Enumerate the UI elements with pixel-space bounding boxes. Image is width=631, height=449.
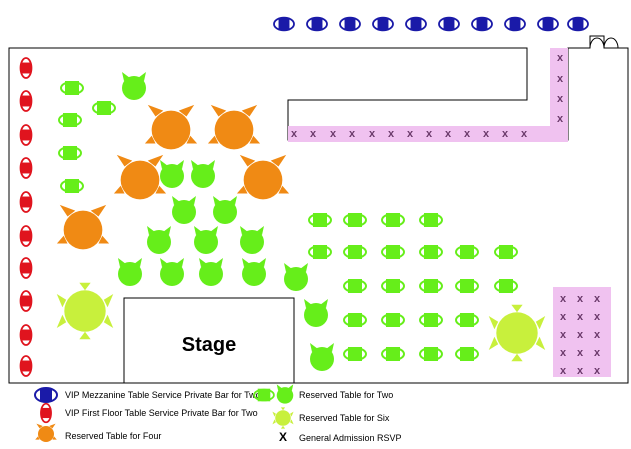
ga-marker: x: [557, 113, 564, 125]
vip-mezzanine-bar: [372, 16, 394, 32]
vip-mezzanine-bar: [537, 16, 559, 32]
reserved-two-round-icon: [276, 384, 294, 404]
ga-zone-right: [553, 287, 611, 377]
ga-marker: x: [521, 128, 528, 140]
reserved-four-icon: [35, 423, 57, 442]
reserved-table-two-round: [122, 72, 146, 100]
ga-zone-top-vertical: [550, 48, 568, 140]
ga-marker: x: [560, 347, 567, 359]
ga-marker: x: [577, 293, 584, 305]
vip-mezzanine-bar: [471, 16, 493, 32]
legend-vip-first-floor-label: VIP First Floor Table Service Private Ba…: [65, 408, 258, 418]
ga-marker: x: [557, 73, 564, 85]
reserved-table-two-round: [160, 160, 184, 188]
reserved-table-two-round: [118, 258, 142, 286]
ga-marker: x: [445, 128, 452, 140]
reserved-table-two-round: [172, 196, 196, 224]
ga-marker: x: [349, 128, 356, 140]
reserved-table-two-round: [191, 160, 215, 188]
reserved-table-two-round: [242, 258, 266, 286]
reserved-table-four: [207, 104, 261, 150]
reserved-table-two-round: [194, 226, 218, 254]
vip-mezzanine-bar: [438, 16, 460, 32]
ga-marker: x: [594, 293, 601, 305]
vip-mezzanine-icon: [34, 387, 58, 403]
vip-first-floor-icon: [39, 402, 53, 424]
door-icon: [589, 37, 619, 49]
legend-six-label: Reserved Table for Six: [299, 413, 390, 423]
ga-marker: x: [388, 128, 395, 140]
ga-marker: x: [426, 128, 433, 140]
ga-marker: x: [577, 347, 584, 359]
reserved-table-four: [144, 104, 198, 150]
ga-marker: x: [577, 311, 584, 323]
ga-marker: x: [560, 293, 567, 305]
ga-marker: x: [594, 365, 601, 377]
mezzanine-wall: [287, 48, 528, 126]
reserved-table-two-round: [199, 258, 223, 286]
reserved-table-two-round: [310, 343, 334, 371]
reserved-table-two-round: [213, 196, 237, 224]
reserved-table-two-round: [284, 263, 308, 291]
reserved-table-four: [113, 154, 167, 200]
ga-marker: x: [557, 93, 564, 105]
ga-marker: x: [502, 128, 509, 140]
legend-ga-label: General Admission RSVP: [299, 433, 402, 443]
ga-marker: x: [560, 329, 567, 341]
legend: VIP Mezzanine Table Service Private Bar …: [34, 384, 402, 444]
ga-marker: x: [594, 329, 601, 341]
vip-mezzanine-bar: [504, 16, 526, 32]
ga-marker: x: [577, 329, 584, 341]
stage: [123, 297, 295, 384]
ga-marker: x: [557, 52, 564, 64]
ga-marker-icon: X: [279, 430, 287, 444]
vip-mezzanine-bar: [405, 16, 427, 32]
ga-marker: x: [369, 128, 376, 140]
reserved-table-two-round: [147, 226, 171, 254]
ga-marker: x: [407, 128, 414, 140]
reserved-table-two-round: [304, 299, 328, 327]
ga-marker: x: [310, 128, 317, 140]
legend-two-label: Reserved Table for Two: [299, 390, 393, 400]
vip-mezzanine-bar: [306, 16, 328, 32]
vip-mezzanine-bar: [567, 16, 589, 32]
ga-marker: x: [594, 347, 601, 359]
ga-marker: x: [577, 365, 584, 377]
legend-vip-mezzanine-label: VIP Mezzanine Table Service Private Bar …: [65, 390, 261, 400]
reserved-table-four: [236, 154, 290, 200]
ga-marker: x: [483, 128, 490, 140]
reserved-table-two-round: [240, 226, 264, 254]
ga-marker: x: [560, 365, 567, 377]
stage-label: Stage: [182, 334, 236, 356]
legend-four-label: Reserved Table for Four: [65, 431, 161, 441]
ga-marker: x: [291, 128, 298, 140]
reserved-table-two-round: [160, 258, 184, 286]
vip-mezzanine-bar: [273, 16, 295, 32]
vip-mezzanine-bar: [339, 16, 361, 32]
ga-zone-top-horizontal: [288, 126, 568, 142]
ga-marker: x: [330, 128, 337, 140]
reserved-six-icon: [272, 407, 294, 429]
ga-marker: x: [560, 311, 567, 323]
ga-marker: x: [594, 311, 601, 323]
reserved-table-four: [56, 204, 110, 250]
ga-marker: x: [464, 128, 471, 140]
